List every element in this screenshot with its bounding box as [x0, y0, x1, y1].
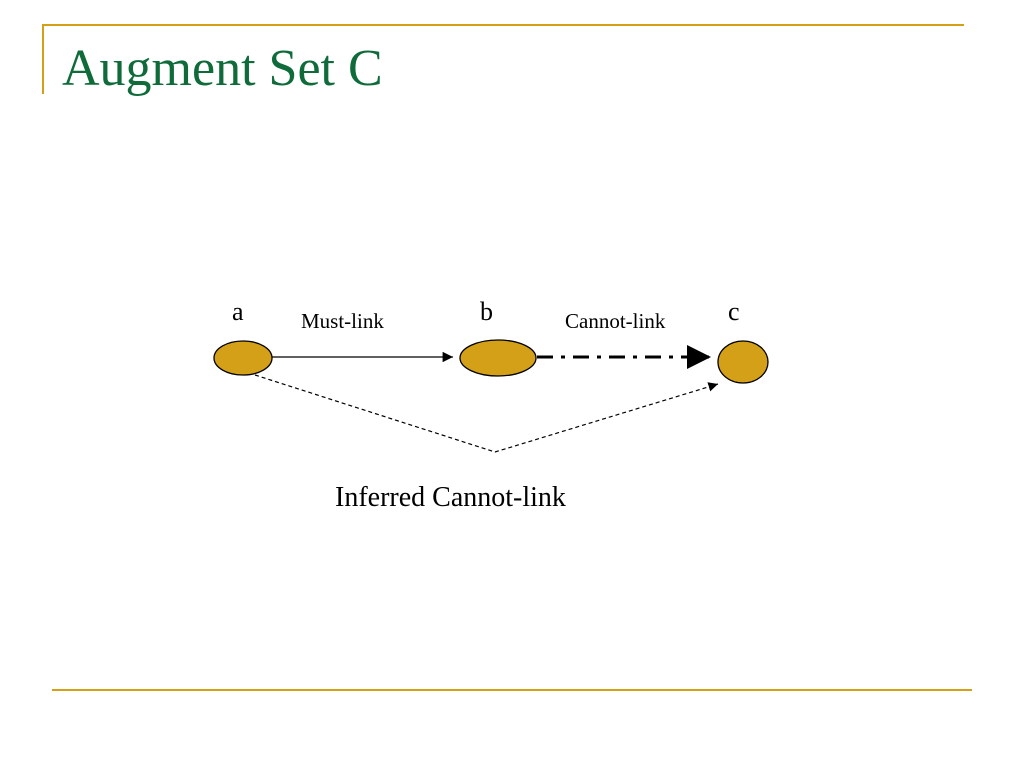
node-a-label: a	[232, 297, 244, 326]
inferred-cannot-link-edge	[254, 374, 719, 453]
top-accent-rule	[42, 24, 964, 26]
node-c-label: c	[728, 297, 740, 326]
node-c	[717, 340, 769, 384]
must-link-label: Must-link	[301, 309, 384, 333]
cannot-link-label: Cannot-link	[565, 309, 666, 333]
node-b	[459, 339, 537, 377]
left-accent-rule	[42, 24, 44, 94]
node-b-label: b	[480, 297, 493, 326]
footer-accent-rule	[52, 689, 972, 691]
node-a	[213, 340, 273, 376]
slide-title: Augment Set C	[62, 40, 383, 97]
inferred-cannot-link-label: Inferred Cannot-link	[335, 482, 566, 513]
